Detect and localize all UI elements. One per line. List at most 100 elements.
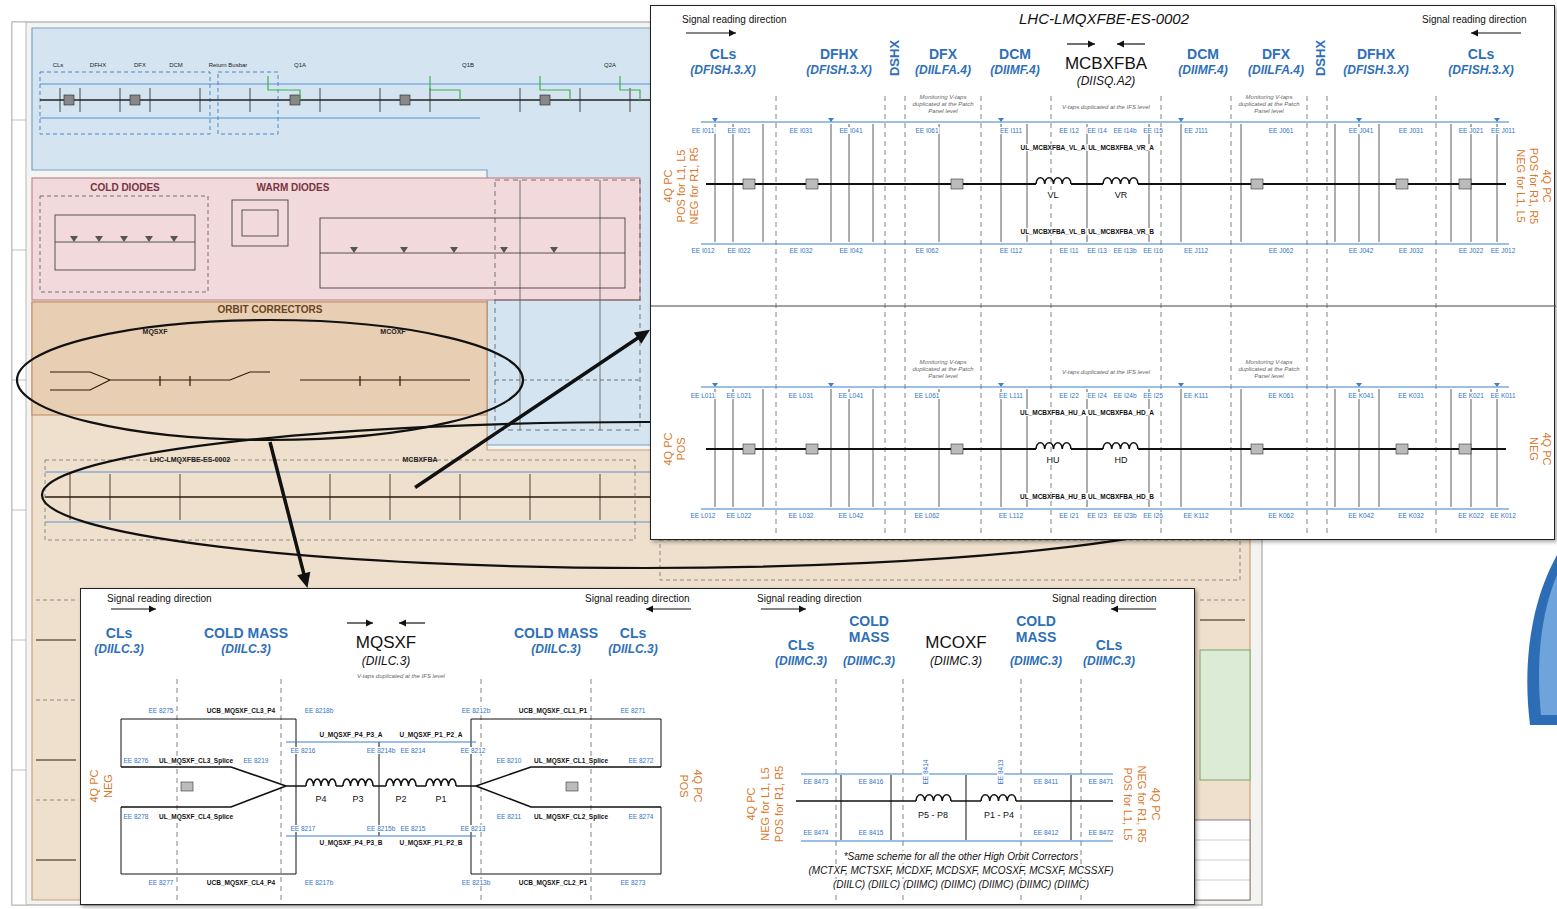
- tap-id: EE L021: [726, 392, 753, 399]
- power-converter-label: NEG: [102, 773, 115, 799]
- section-header: DFHX: [1356, 46, 1396, 62]
- node-title: MQSXF: [356, 633, 416, 653]
- tap-id: EE K031: [1397, 392, 1425, 399]
- signal-name: UL_MQSXF_CL1_Splice: [533, 757, 609, 764]
- section-code: (DIILC.3): [220, 643, 271, 657]
- tap-id: EE J011: [1490, 127, 1516, 134]
- tap-id: EE 8413: [997, 759, 1004, 786]
- tap-id: EE J062: [1268, 247, 1295, 254]
- power-converter-label: POS for R1, R5: [773, 765, 786, 843]
- tap-id: EE L061: [914, 392, 941, 399]
- tap-id: EE I13b: [1112, 247, 1137, 254]
- tap-id: EE J042: [1348, 247, 1375, 254]
- tap-id: EE 8473: [803, 778, 830, 785]
- tap-id: EE K041: [1347, 392, 1375, 399]
- zoom-inset: LHC-LMQXFBE-ES-0002 Signal reading direct…: [650, 5, 1555, 540]
- note-text: Monitoring V-taps duplicated at the Patc…: [1236, 359, 1302, 380]
- tap-id: EE 8217: [290, 825, 317, 832]
- power-converter-label: NEG for L1, L5: [1515, 148, 1528, 223]
- section-header: CLs: [105, 625, 133, 641]
- magnet-code: (DIISQ.A2): [1076, 75, 1137, 89]
- arrow-head: [634, 330, 650, 344]
- tap-id: EE I14: [1086, 127, 1108, 134]
- note-text: Monitoring V-taps duplicated at the Patc…: [907, 94, 979, 115]
- tap-id: EE I021: [726, 127, 751, 134]
- section-code: (DIIMC.3): [1082, 655, 1136, 669]
- coil-name: HU: [1046, 455, 1061, 465]
- tap-id: EE I062: [914, 247, 939, 254]
- section-code: (DIILFA.4): [914, 64, 972, 78]
- tap-id: EE K011: [1489, 392, 1516, 399]
- signal-name: UCB_MQSXF_CL4_P4: [206, 879, 276, 886]
- tap-id: EE L111: [998, 392, 1024, 399]
- signal-name: UL_MCBXFBA_VR_B: [1087, 228, 1155, 235]
- tap-id: EE I111: [999, 127, 1023, 134]
- part-name: CLs: [53, 62, 64, 69]
- tap-id: EE 8415: [858, 829, 885, 836]
- tap-id: EE 8217b: [304, 879, 335, 886]
- tap-id: EE I012: [690, 247, 715, 254]
- footnote: (MCTXF, MCTSXF, MCDXF, MCDSXF, MCOSXF, M…: [807, 865, 1114, 877]
- tap-id: EE I26: [1142, 512, 1164, 519]
- section-header: DSHX: [1314, 39, 1329, 77]
- note-text: Monitoring V-taps duplicated at the Patc…: [1236, 94, 1302, 115]
- diode-panel: COLD DIODESWARM DIODES: [32, 178, 640, 300]
- signal-name: UL_MCBXFBA_HU_B: [1019, 493, 1087, 500]
- part-name: Return Busbar: [209, 62, 248, 69]
- tap-id: EE 8274: [628, 813, 655, 820]
- signal-name: UL_MCBXFBA_VL_A: [1019, 144, 1086, 151]
- section-code: (DIILC.3): [607, 643, 658, 657]
- tap-id: EE L011: [690, 392, 716, 399]
- tap-id: EE I031: [788, 127, 813, 134]
- tap-id: EE 8275: [148, 707, 175, 714]
- part-name: Q1B: [462, 62, 474, 69]
- tap-id: EE I16: [1142, 247, 1164, 254]
- tap-id: EE L022: [726, 512, 753, 519]
- node-title: MCBXFBA: [403, 456, 438, 464]
- signal-name: UL_MQSXF_CL3_Splice: [158, 757, 234, 764]
- node-title: MQSXF: [143, 328, 168, 336]
- zoom-ellipse: MQSXFMCOXF: [15, 318, 525, 442]
- tap-id: EE L012: [690, 512, 717, 519]
- tap-id: EE 8277: [148, 879, 175, 886]
- signal-direction-note: Signal reading direction: [1421, 14, 1528, 26]
- power-converter-label: 4Q PC: [88, 768, 101, 803]
- tap-id: EE 8212: [460, 747, 487, 754]
- coil-name: P4: [314, 794, 327, 804]
- section-code: (DIILFA.4): [1247, 64, 1305, 78]
- node-title: LHC-LMQXFBE-ES-0002: [1019, 10, 1189, 27]
- signal-name: UL_MQSXF_CL4_Splice: [158, 813, 234, 820]
- power-converter-label: 4Q PC: [1150, 786, 1163, 821]
- tap-id: EE 8416: [858, 778, 885, 785]
- section-header: CLs: [1467, 46, 1495, 62]
- signal-name: UL_MCBXFBA_HD_B: [1087, 493, 1155, 500]
- tap-id: EE 8411: [1033, 778, 1059, 785]
- zoom-arrow: [270, 442, 310, 588]
- section-code: (DFISH.3.X): [1342, 64, 1409, 78]
- tap-id: EE L062: [914, 512, 941, 519]
- signal-name: UL_MCBXFBA_HU_A: [1019, 409, 1087, 416]
- coil-name: HD: [1114, 455, 1129, 465]
- magnet-name: MCOXF: [924, 633, 987, 653]
- power-converter-label: 4Q PC: [1541, 168, 1554, 203]
- tap-id: EE I022: [726, 247, 751, 254]
- tap-id: EE I032: [788, 247, 813, 254]
- section-header: CLs: [787, 637, 815, 653]
- tap-id: EE 8218b: [304, 707, 335, 714]
- tap-id: EE 8412: [1033, 829, 1060, 836]
- section-header: COLD MASS: [1010, 613, 1062, 645]
- tap-id: EE 8219: [243, 757, 270, 764]
- tap-id: EE 8214: [400, 747, 427, 754]
- section-code: (DFISH.3.X): [805, 64, 872, 78]
- tap-id: EE 8271: [620, 707, 647, 714]
- tap-id: EE I042: [838, 247, 863, 254]
- section-code: (DIIMC.3): [842, 655, 896, 669]
- part-name: DFHX: [90, 62, 106, 69]
- section-header: DFX: [1261, 46, 1291, 62]
- power-converter-label: POS for L1, L5: [675, 149, 688, 224]
- tap-id: EE I12: [1058, 127, 1080, 134]
- section-header: DFX: [928, 46, 958, 62]
- tap-id: EE I13: [1086, 247, 1108, 254]
- section-header: CLs: [709, 46, 737, 62]
- power-converter-label: 4Q PC: [662, 168, 675, 203]
